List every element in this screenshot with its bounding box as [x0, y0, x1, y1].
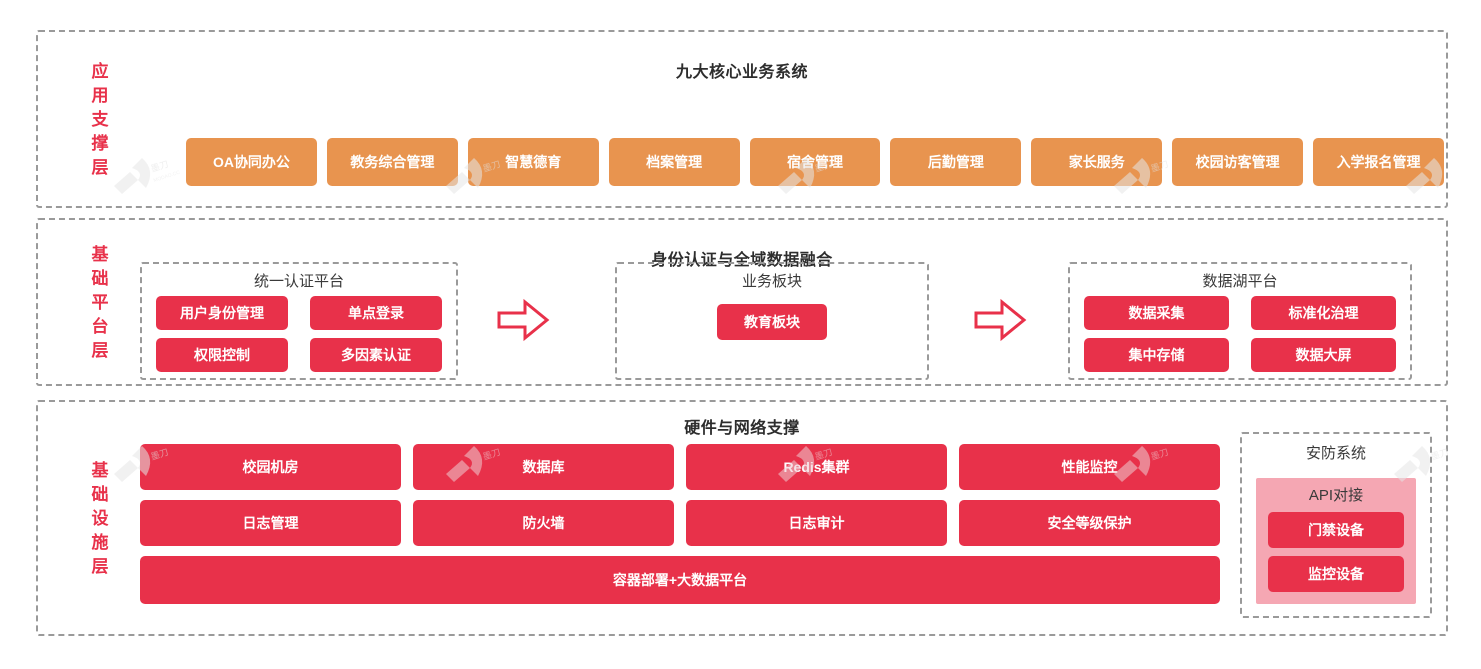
api-integration-panel: API对接 门禁设备 监控设备: [1256, 478, 1416, 604]
auth-box-single-sign-on[interactable]: 单点登录: [310, 296, 442, 330]
group-title-unified-auth: 统一认证平台: [253, 273, 344, 290]
side-label-char: 设: [91, 508, 109, 528]
auth-box-user-identity[interactable]: 用户身份管理: [156, 296, 288, 330]
infra-box-performance-monitoring[interactable]: 性能监控: [959, 444, 1220, 490]
side-label-char: 层: [91, 340, 109, 360]
infra-box-security-level-protection[interactable]: 安全等级保护: [959, 500, 1220, 546]
side-label-char: 撑: [91, 133, 109, 153]
side-label-char: 基: [91, 244, 109, 264]
infra-box-campus-server-room[interactable]: 校园机房: [140, 444, 401, 490]
side-label-char: 础: [91, 484, 109, 504]
arrow-right-icon: [972, 297, 1028, 343]
lake-box-standardized-governance[interactable]: 标准化治理: [1251, 296, 1396, 330]
group-business-module: 业务板块 教育板块: [615, 262, 929, 380]
api-integration-label: API对接: [1308, 487, 1364, 504]
biz-box-education-module[interactable]: 教育板块: [717, 304, 827, 340]
group-title-business-module: 业务板块: [741, 273, 802, 290]
lake-box-centralized-storage[interactable]: 集中存储: [1084, 338, 1229, 372]
platform-layer-side-label: 基 础 平 台 层: [78, 220, 122, 384]
auth-box-permission-control[interactable]: 权限控制: [156, 338, 288, 372]
side-label-char: 支: [91, 109, 109, 129]
auth-box-mfa[interactable]: 多因素认证: [310, 338, 442, 372]
system-box-parent-service[interactable]: 家长服务: [1031, 138, 1163, 186]
application-layer-title: 九大核心业务系统: [675, 64, 808, 81]
system-box-academic[interactable]: 教务综合管理: [326, 138, 458, 186]
system-box-moral-education[interactable]: 智慧德育: [467, 138, 599, 186]
group-security-system: 安防系统 API对接 门禁设备 监控设备: [1240, 432, 1432, 618]
business-module-items: 教育板块: [617, 304, 927, 340]
side-label-char: 层: [91, 157, 109, 177]
system-box-enrollment[interactable]: 入学报名管理: [1313, 138, 1445, 186]
side-label-char: 基: [91, 460, 109, 480]
system-box-logistics[interactable]: 后勤管理: [890, 138, 1022, 186]
security-box-access-control-device[interactable]: 门禁设备: [1268, 512, 1404, 548]
infrastructure-grid: 校园机房 数据库 Redis集群 性能监控 日志管理 防火墙 日志审计 安全等级…: [140, 444, 1220, 546]
side-label-char: 应: [91, 61, 109, 81]
platform-layer-title: 身份认证与全域数据融合: [651, 252, 833, 269]
infra-box-database[interactable]: 数据库: [413, 444, 674, 490]
infra-box-log-audit[interactable]: 日志审计: [686, 500, 947, 546]
base-platform-layer: 基 础 平 台 层 身份认证与全域数据融合: [36, 218, 1448, 386]
system-box-oa[interactable]: OA协同办公: [186, 138, 317, 186]
infrastructure-items-area: 校园机房 数据库 Redis集群 性能监控 日志管理 防火墙 日志审计 安全等级…: [140, 444, 1220, 610]
group-data-lake-platform: 数据湖平台 数据采集 标准化治理 集中存储 数据大屏: [1068, 262, 1412, 380]
application-support-layer: 应 用 支 撑 层 九大核心业务系统 OA协同办公 教务综合管理 智慧德育 档案…: [36, 30, 1448, 208]
infra-box-firewall[interactable]: 防火墙: [413, 500, 674, 546]
lake-box-data-dashboard[interactable]: 数据大屏: [1251, 338, 1396, 372]
data-lake-items: 数据采集 标准化治理 集中存储 数据大屏: [1084, 296, 1396, 372]
group-title-data-lake: 数据湖平台: [1202, 273, 1278, 290]
group-unified-auth-platform: 统一认证平台 用户身份管理 单点登录 权限控制 多因素认证: [140, 262, 458, 380]
core-business-systems-row: OA协同办公 教务综合管理 智慧德育 档案管理 宿舍管理 后勤管理 家长服务 校…: [186, 138, 1445, 186]
infra-box-redis-cluster[interactable]: Redis集群: [686, 444, 947, 490]
unified-auth-items: 用户身份管理 单点登录 权限控制 多因素认证: [156, 296, 442, 372]
application-layer-side-label: 应 用 支 撑 层: [78, 32, 122, 206]
side-label-char: 础: [91, 268, 109, 288]
side-label-char: 层: [91, 556, 109, 576]
infrastructure-layer: 基 础 设 施 层 硬件与网络支撑: [36, 400, 1448, 636]
lake-box-data-collection[interactable]: 数据采集: [1084, 296, 1229, 330]
system-box-dormitory[interactable]: 宿舍管理: [749, 138, 881, 186]
infrastructure-layer-title: 硬件与网络支撑: [684, 420, 800, 437]
security-box-surveillance-device[interactable]: 监控设备: [1268, 556, 1404, 592]
infra-box-container-bigdata-platform[interactable]: 容器部署+大数据平台: [140, 556, 1220, 604]
group-title-security-system: 安防系统: [1305, 445, 1366, 462]
side-label-char: 施: [91, 532, 109, 552]
side-label-char: 台: [91, 316, 109, 336]
infrastructure-layer-side-label: 基 础 设 施 层: [78, 402, 122, 634]
side-label-char: 平: [91, 292, 109, 312]
system-box-archive[interactable]: 档案管理: [608, 138, 740, 186]
infra-box-log-management[interactable]: 日志管理: [140, 500, 401, 546]
side-label-char: 用: [91, 85, 109, 105]
system-box-campus-visitor[interactable]: 校园访客管理: [1172, 138, 1304, 186]
arrow-right-icon: [495, 297, 551, 343]
